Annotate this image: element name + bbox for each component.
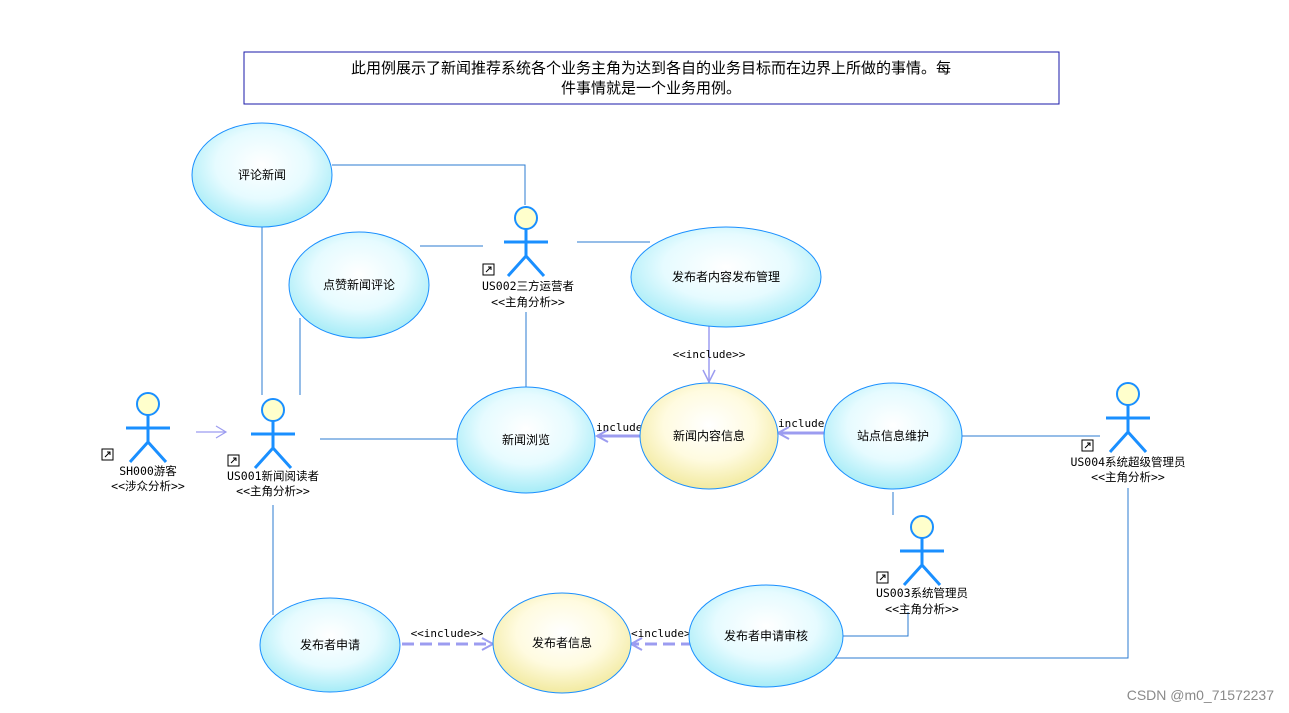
assoc-review-superadmin <box>830 488 1129 659</box>
visitor-to-reader-arrow <box>196 425 228 439</box>
usecase-label: 点赞新闻评论 <box>323 277 395 292</box>
usecase-publisher-info[interactable]: 发布者信息 <box>492 592 632 694</box>
usecase-publisher-apply[interactable]: 发布者申请 <box>259 597 401 693</box>
usecase-publisher-apply-review[interactable]: 发布者申请审核 <box>688 584 844 688</box>
actor-stereotype: <<涉众分析>> <box>111 479 185 493</box>
actor-reader[interactable]: US001新闻阅读者 <<主角分析>> <box>227 398 319 498</box>
usecase-label: 新闻浏览 <box>502 432 550 447</box>
shortcut-icon <box>227 454 240 467</box>
actor-name: US004系统超级管理员 <box>1070 455 1185 469</box>
description-note: 此用例展示了新闻推荐系统各个业务主角为达到各自的业务目标而在边界上所做的事情。每… <box>243 51 1060 105</box>
usecase-news-browse[interactable]: 新闻浏览 <box>456 386 596 494</box>
actor-name: US002三方运营者 <box>482 279 574 293</box>
shortcut-icon <box>101 448 114 461</box>
shortcut-icon <box>876 571 889 584</box>
usecase-news-content-info[interactable]: 新闻内容信息 <box>639 382 779 490</box>
usecase-label: 发布者申请审核 <box>724 628 808 643</box>
usecase-label: 发布者申请 <box>300 637 360 652</box>
actor-stereotype: <<主角分析>> <box>1091 470 1165 484</box>
actor-operator[interactable]: US002三方运营者 <<主角分析>> <box>482 206 574 309</box>
association-lines <box>261 164 1129 659</box>
usecase-label: 评论新闻 <box>238 167 286 182</box>
assoc-review-sysadmin <box>843 612 909 637</box>
usecase-label: 发布者信息 <box>532 635 592 650</box>
note-line-2: 件事情就是一个业务用例。 <box>561 79 741 97</box>
shortcut-icon <box>1081 439 1094 452</box>
actor-figure-icon <box>251 398 295 470</box>
usecase-comment-news[interactable]: 评论新闻 <box>191 122 333 228</box>
actor-stereotype: <<主角分析>> <box>885 602 959 616</box>
actor-figure-icon <box>504 206 548 278</box>
include-site-to-content: include <box>775 417 825 440</box>
shortcut-icon <box>482 263 495 276</box>
include-label-browse: include <box>596 421 642 434</box>
include-review-to-info: <include> <box>628 627 693 651</box>
usecase-label: 新闻内容信息 <box>673 428 745 443</box>
include-label-review: <include> <box>631 627 691 640</box>
actor-figure-icon <box>126 392 170 464</box>
actor-name: SH000游客 <box>119 464 177 478</box>
actor-superadmin[interactable]: US004系统超级管理员 <<主角分析>> <box>1070 382 1186 484</box>
actor-stereotype: <<主角分析>> <box>236 484 310 498</box>
assoc-comment-operator <box>332 164 526 205</box>
actor-figure-icon <box>900 515 944 587</box>
actor-figure-icon <box>1106 382 1150 454</box>
actor-stereotype: <<主角分析>> <box>491 295 565 309</box>
usecase-like-comment[interactable]: 点赞新闻评论 <box>288 231 430 339</box>
actor-visitor[interactable]: SH000游客 <<涉众分析>> <box>101 392 185 493</box>
watermark: CSDN @m0_71572237 <box>1127 687 1275 703</box>
include-mgmt-to-content: <<include>> <box>673 326 746 384</box>
note-line-1: 此用例展示了新闻推荐系统各个业务主角为达到各自的业务目标而在边界上所做的事情。每 <box>351 59 951 77</box>
include-label-mgmt: <<include>> <box>673 348 746 361</box>
include-label-apply: <<include>> <box>411 627 484 640</box>
usecase-label: 发布者内容发布管理 <box>672 269 780 284</box>
include-label-site: include <box>778 417 824 430</box>
actor-sysadmin[interactable]: US003系统管理员 <<主角分析>> <box>876 515 968 616</box>
include-content-to-browse: include <box>594 421 642 443</box>
usecase-publisher-content-mgmt[interactable]: 发布者内容发布管理 <box>630 226 822 328</box>
actor-name: US003系统管理员 <box>876 586 968 600</box>
usecase-site-info-maintenance[interactable]: 站点信息维护 <box>823 382 963 490</box>
actor-name: US001新闻阅读者 <box>227 469 319 483</box>
usecase-label: 站点信息维护 <box>857 428 929 443</box>
include-apply-to-info: <<include>> <box>402 627 496 651</box>
